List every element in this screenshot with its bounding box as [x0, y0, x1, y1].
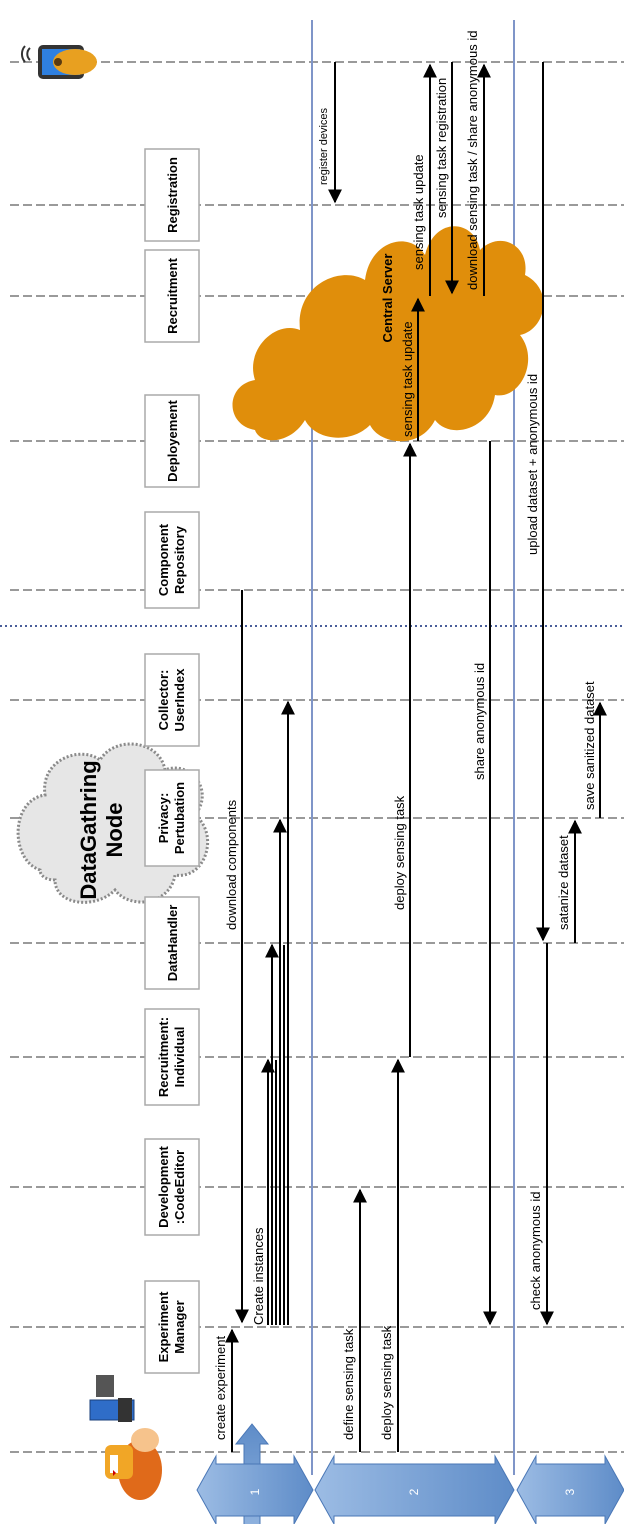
svg-text:3: 3: [563, 1488, 577, 1495]
svg-text:ExperimentManager: ExperimentManager: [156, 1291, 187, 1362]
phase-label-2: 2: [407, 1488, 421, 1495]
device-phone-icon: [21, 45, 97, 79]
label-create-experiment: create experiment: [213, 1336, 228, 1440]
data-node-line1: DataGathring: [76, 760, 101, 899]
svg-text:Privacy:Pertubation: Privacy:Pertubation: [156, 782, 187, 854]
data-node-label: DataGathringNode: [76, 760, 127, 899]
svg-text:2: 2: [407, 1488, 421, 1495]
participant-registration: Registration: [144, 148, 200, 242]
svg-text:DataHandler: DataHandler: [165, 905, 180, 982]
svg-text:Collector:UserIndex: Collector:UserIndex: [156, 668, 187, 732]
participant-recruitment: Recruitment: [144, 249, 200, 343]
label-share-anonymous-id: share anonymous id: [472, 663, 487, 780]
svg-text:ComponentRepository: ComponentRepository: [156, 523, 187, 596]
message-labels: create experiment Create instances downl…: [213, 31, 597, 1440]
phase-label-1: 1: [248, 1488, 262, 1495]
phase-label-3: 3: [563, 1488, 577, 1495]
participant-collector-userindex: Collector:UserIndex: [144, 653, 200, 747]
participant-privacy-pertubation: Privacy:Pertubation: [144, 769, 200, 867]
label-sensing-task-update-1: sensing task update: [400, 321, 415, 437]
label-sensing-task-update-2: sensing task update: [411, 154, 426, 270]
participant-component-repository: ComponentRepository: [144, 511, 200, 609]
label-satanize-dataset: satanize dataset: [556, 835, 571, 930]
label-save-sanitized-dataset: save sanitized dataset: [582, 681, 597, 810]
user-person-icon: [105, 1428, 162, 1500]
svg-text:Central Server: Central Server: [380, 254, 395, 343]
phase-arrow-2-shape: [314, 1454, 515, 1524]
participant-recruitment-individual: Recruitment:Individual: [144, 1008, 200, 1106]
label-upload-dataset: upload dataset + anonymous id: [525, 374, 540, 555]
participant-deployement: Deployement: [144, 394, 200, 488]
message-arrows: [225, 62, 607, 1452]
participant-experiment-manager: ExperimentManager: [144, 1280, 200, 1374]
svg-text:Deployement: Deployement: [165, 400, 180, 482]
label-download-sensing-task: download sensing task / share anonymous …: [465, 31, 480, 290]
label-check-anonymous-id: check anonymous id: [528, 1191, 543, 1310]
label-deploy-sensing-task-2: deploy sensing task: [392, 795, 407, 910]
svg-text:Recruitment:Individual: Recruitment:Individual: [156, 1017, 187, 1097]
svg-text:Development:CodeEditor: Development:CodeEditor: [156, 1146, 187, 1228]
participant-development-codeeditor: Development:CodeEditor: [144, 1138, 200, 1236]
svg-text:DataGathringNode: DataGathringNode: [76, 760, 127, 899]
central-server-cloud: [232, 226, 544, 442]
phase-arrow-3-shape: [516, 1454, 624, 1524]
phase-arrow-1-shape: [196, 1454, 314, 1524]
central-server-label: Central Server: [380, 254, 395, 343]
svg-text:Recruitment: Recruitment: [165, 257, 180, 334]
svg-text:Registration: Registration: [165, 157, 180, 233]
label-sensing-task-registration: sensing task registration: [434, 78, 449, 218]
phase-arrows: [196, 1454, 624, 1524]
label-download-components: download components: [224, 799, 239, 930]
label-deploy-sensing-task-1: deploy sensing task: [379, 1325, 394, 1440]
svg-text:1: 1: [248, 1488, 262, 1495]
label-define-sensing-task: define sensing task: [341, 1328, 356, 1440]
label-create-instances: Create instances: [251, 1227, 266, 1325]
participant-datahandler: DataHandler: [144, 896, 200, 990]
data-node-line2: Node: [102, 803, 127, 858]
label-register-devices: register devices: [318, 107, 330, 185]
computer-icon: [89, 1375, 135, 1422]
